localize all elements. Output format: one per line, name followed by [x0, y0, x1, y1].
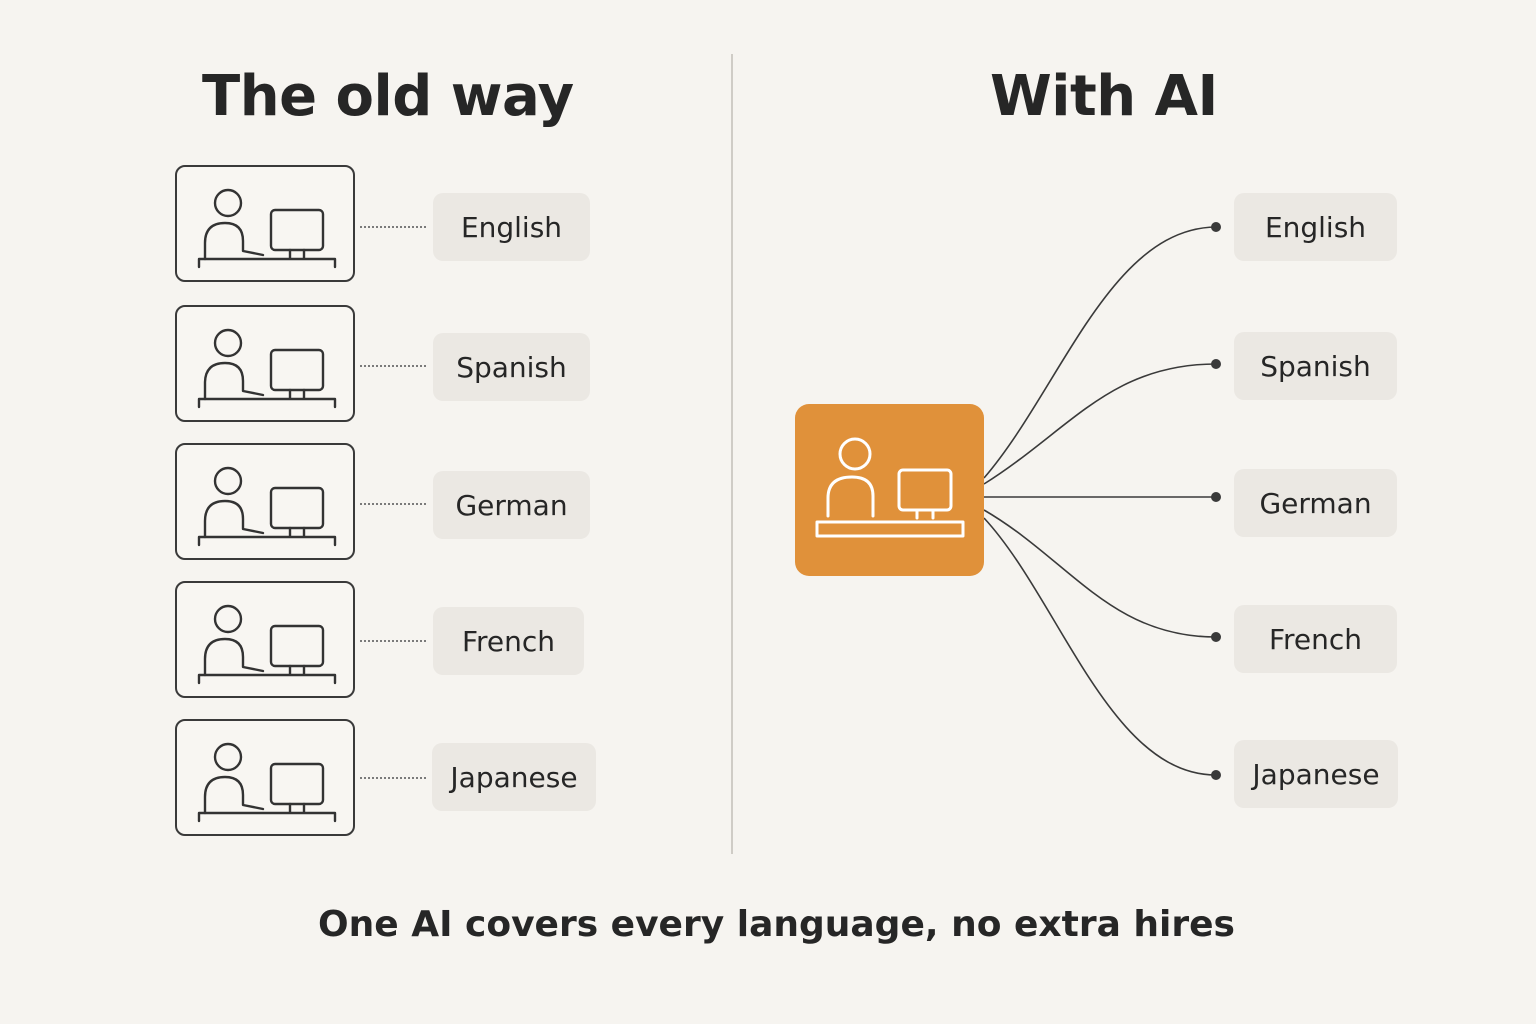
person-at-desk-icon: [815, 437, 965, 538]
language-pill-spanish: Spanish: [433, 333, 590, 401]
language-pill-german: German: [1234, 469, 1397, 537]
caption: One AI covers every language, no extra h…: [318, 904, 1235, 945]
connector-dot: [1211, 492, 1221, 502]
agent-card-english: [175, 165, 355, 282]
connector-dot: [1211, 359, 1221, 369]
connector-french: [983, 509, 1217, 638]
ai-agent-hub: [795, 404, 984, 576]
person-at-desk-icon: [197, 188, 337, 269]
person-at-desk-icon: [197, 328, 337, 409]
agent-card-french: [175, 581, 355, 698]
language-pill-german: German: [433, 471, 590, 539]
old-way-heading: The old way: [202, 64, 574, 129]
connector-dotted: [360, 226, 426, 228]
agent-card-german: [175, 443, 355, 560]
language-pill-french: French: [1234, 605, 1397, 673]
connector-dot: [1211, 632, 1221, 642]
language-pill-english: English: [433, 193, 590, 261]
connector-dotted: [360, 640, 426, 642]
language-pill-japanese: Japanese: [432, 743, 596, 811]
connector-japanese: [983, 517, 1217, 776]
language-pill-spanish: Spanish: [1234, 332, 1397, 400]
connector-dot: [1211, 770, 1221, 780]
panel-divider: [731, 54, 733, 854]
connector-dot: [1211, 222, 1221, 232]
connector-dotted: [360, 365, 426, 367]
person-at-desk-icon: [197, 742, 337, 823]
agent-card-spanish: [175, 305, 355, 422]
language-pill-japanese: Japanese: [1234, 740, 1398, 808]
connector-spanish: [983, 363, 1217, 485]
connector-dotted: [360, 777, 426, 779]
with-ai-heading: With AI: [990, 64, 1218, 129]
connector-dotted: [360, 503, 426, 505]
agent-card-japanese: [175, 719, 355, 836]
language-pill-french: French: [433, 607, 584, 675]
person-at-desk-icon: [197, 466, 337, 547]
language-pill-english: English: [1234, 193, 1397, 261]
connector-english: [983, 226, 1217, 479]
person-at-desk-icon: [197, 604, 337, 685]
